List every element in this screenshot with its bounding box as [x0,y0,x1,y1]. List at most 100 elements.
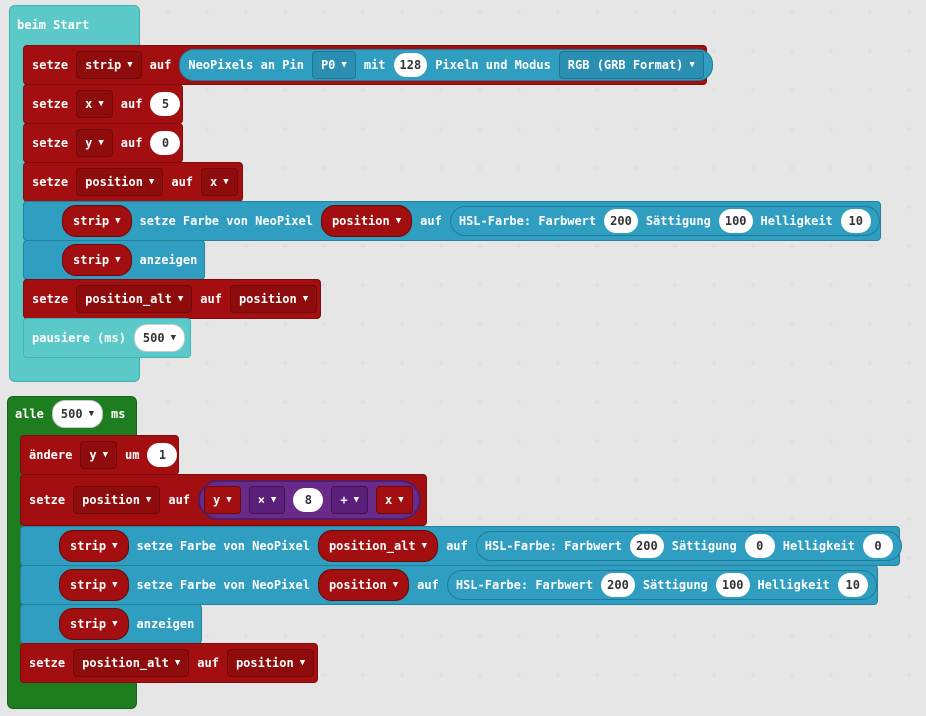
strip-dropdown[interactable]: strip▼ [59,530,129,562]
pause-block[interactable]: pausiere (ms) 500▼ [23,318,191,358]
hue-field[interactable]: 200 [604,209,638,233]
hue-field[interactable]: 200 [630,534,664,558]
strip-dropdown[interactable]: strip▼ [59,608,129,640]
lightness-field[interactable]: 10 [840,209,871,233]
times-operator-dropdown[interactable]: ×▼ [248,486,286,514]
position-dropdown[interactable]: position▼ [317,569,410,601]
var-dropdown-y[interactable]: y▼ [76,129,113,157]
caret-down-icon: ▼ [98,138,104,148]
grid-mark [906,399,912,405]
pixel-count-field[interactable]: 128 [393,53,428,77]
grid-mark [555,477,561,483]
value-var-dropdown-position[interactable]: position▼ [226,649,315,677]
grid-mark [750,87,756,93]
grid-mark [243,9,249,15]
hsl-block[interactable]: HSL-Farbe: Farbwert 200 Sättigung 100 He… [446,570,877,600]
grid-mark [438,633,444,639]
grid-mark [594,243,600,249]
set-position-alt-block[interactable]: setze position_alt▼ auf position▼ [23,279,321,319]
plus-expression[interactable]: y▼ ×▼ 8 +▼ x▼ [198,480,421,520]
strip-show-block[interactable]: strip▼ anzeigen [23,240,205,280]
grid-mark [282,633,288,639]
grid-mark [438,477,444,483]
pin-dropdown[interactable]: P0▼ [311,51,356,79]
plus-operator-dropdown[interactable]: +▼ [331,486,368,514]
grid-mark [594,633,600,639]
set-position-expr-block[interactable]: setze position▼ auf y▼ ×▼ 8 +▼ x▼ [20,474,427,526]
caret-down-icon: ▼ [98,99,104,109]
pause-ms-dropdown[interactable]: 500▼ [133,324,186,352]
var-dropdown-y[interactable]: y▼ [80,441,118,469]
grid-mark [711,9,717,15]
set-pixel-color-block[interactable]: strip▼ setze Farbe von NeoPixel position… [20,565,878,605]
set-position-alt-block[interactable]: setze position_alt▼ auf position▼ [20,643,318,683]
set-strip-block[interactable]: setze strip▼ auf NeoPixels an Pin P0▼ mi… [23,45,713,85]
x-value-field[interactable]: 5 [150,92,181,116]
grid-mark [360,438,366,444]
var-dropdown-strip[interactable]: strip▼ [76,51,142,79]
grid-mark [516,477,522,483]
grid-mark [243,165,249,171]
hue-field[interactable]: 200 [601,573,635,597]
interval-dropdown[interactable]: 500▼ [51,400,104,428]
grid-mark [321,360,327,366]
saturation-field[interactable]: 100 [715,573,750,597]
mode-dropdown[interactable]: RGB (GRB Format)▼ [558,51,704,79]
var-dropdown-position[interactable]: position▼ [73,486,161,514]
saturation-label: Sättigung [645,214,711,228]
strip-dropdown[interactable]: strip▼ [59,569,129,601]
neopixel-create-block[interactable]: NeoPixels an Pin P0▼ mit 128 Pixeln und … [179,49,713,81]
grid-mark [438,126,444,132]
change-value-field[interactable]: 1 [147,443,178,467]
grid-mark [789,672,795,678]
hsl-block[interactable]: HSL-Farbe: Farbwert 200 Sättigung 0 Hell… [475,531,902,561]
grid-mark [360,87,366,93]
caret-down-icon: ▼ [112,541,118,551]
hsl-block[interactable]: HSL-Farbe: Farbwert 200 Sättigung 100 He… [449,206,880,236]
grid-mark [789,87,795,93]
set-pixel-color-block[interactable]: strip▼ setze Farbe von NeoPixel position… [23,201,881,241]
grid-mark [282,438,288,444]
grid-mark [633,87,639,93]
grid-mark [750,633,756,639]
var-dropdown-position-alt[interactable]: position_alt▼ [73,649,190,677]
value-var-dropdown-position[interactable]: position▼ [229,285,318,313]
set-x-block[interactable]: setze x▼ auf 5 [23,84,183,124]
change-y-block[interactable]: ändere y▼ um 1 [20,435,179,475]
grid-mark [399,87,405,93]
set-y-block[interactable]: setze y▼ auf 0 [23,123,183,163]
set-pixel-color-block[interactable]: strip▼ setze Farbe von NeoPixel position… [20,526,902,566]
caret-down-icon: ▼ [392,580,399,590]
saturation-field[interactable]: 100 [718,209,753,233]
grid-mark [438,399,444,405]
var-dropdown-position-alt[interactable]: position_alt▼ [76,285,193,313]
multiplier-field[interactable]: 8 [293,488,324,512]
position-dropdown[interactable]: position▼ [320,205,413,237]
grid-mark [828,438,834,444]
grid-mark [672,438,678,444]
lightness-field[interactable]: 0 [863,534,893,558]
grid-mark [750,477,756,483]
position-alt-dropdown[interactable]: position_alt▼ [317,530,439,562]
auf-label: auf [120,97,143,111]
auf-label: auf [420,214,442,228]
value-var-dropdown-x[interactable]: x▼ [201,168,238,196]
strip-dropdown[interactable]: strip▼ [62,205,132,237]
grid-mark [672,282,678,288]
var-dropdown-y[interactable]: y▼ [204,486,241,514]
grid-mark [477,321,483,327]
strip-dropdown[interactable]: strip▼ [62,244,132,276]
saturation-field[interactable]: 0 [744,534,775,558]
y-value-field[interactable]: 0 [150,131,181,155]
set-position-block[interactable]: setze position▼ auf x▼ [23,162,243,202]
var-dropdown-x[interactable]: x▼ [76,90,113,118]
grid-mark [282,87,288,93]
grid-mark [828,633,834,639]
lightness-field[interactable]: 10 [837,573,868,597]
grid-mark [516,321,522,327]
var-dropdown-x[interactable]: x▼ [376,486,413,514]
pause-label: pausiere (ms) [32,331,126,345]
strip-show-block[interactable]: strip▼ anzeigen [20,604,202,644]
grid-mark [906,438,912,444]
var-dropdown-position[interactable]: position▼ [76,168,164,196]
